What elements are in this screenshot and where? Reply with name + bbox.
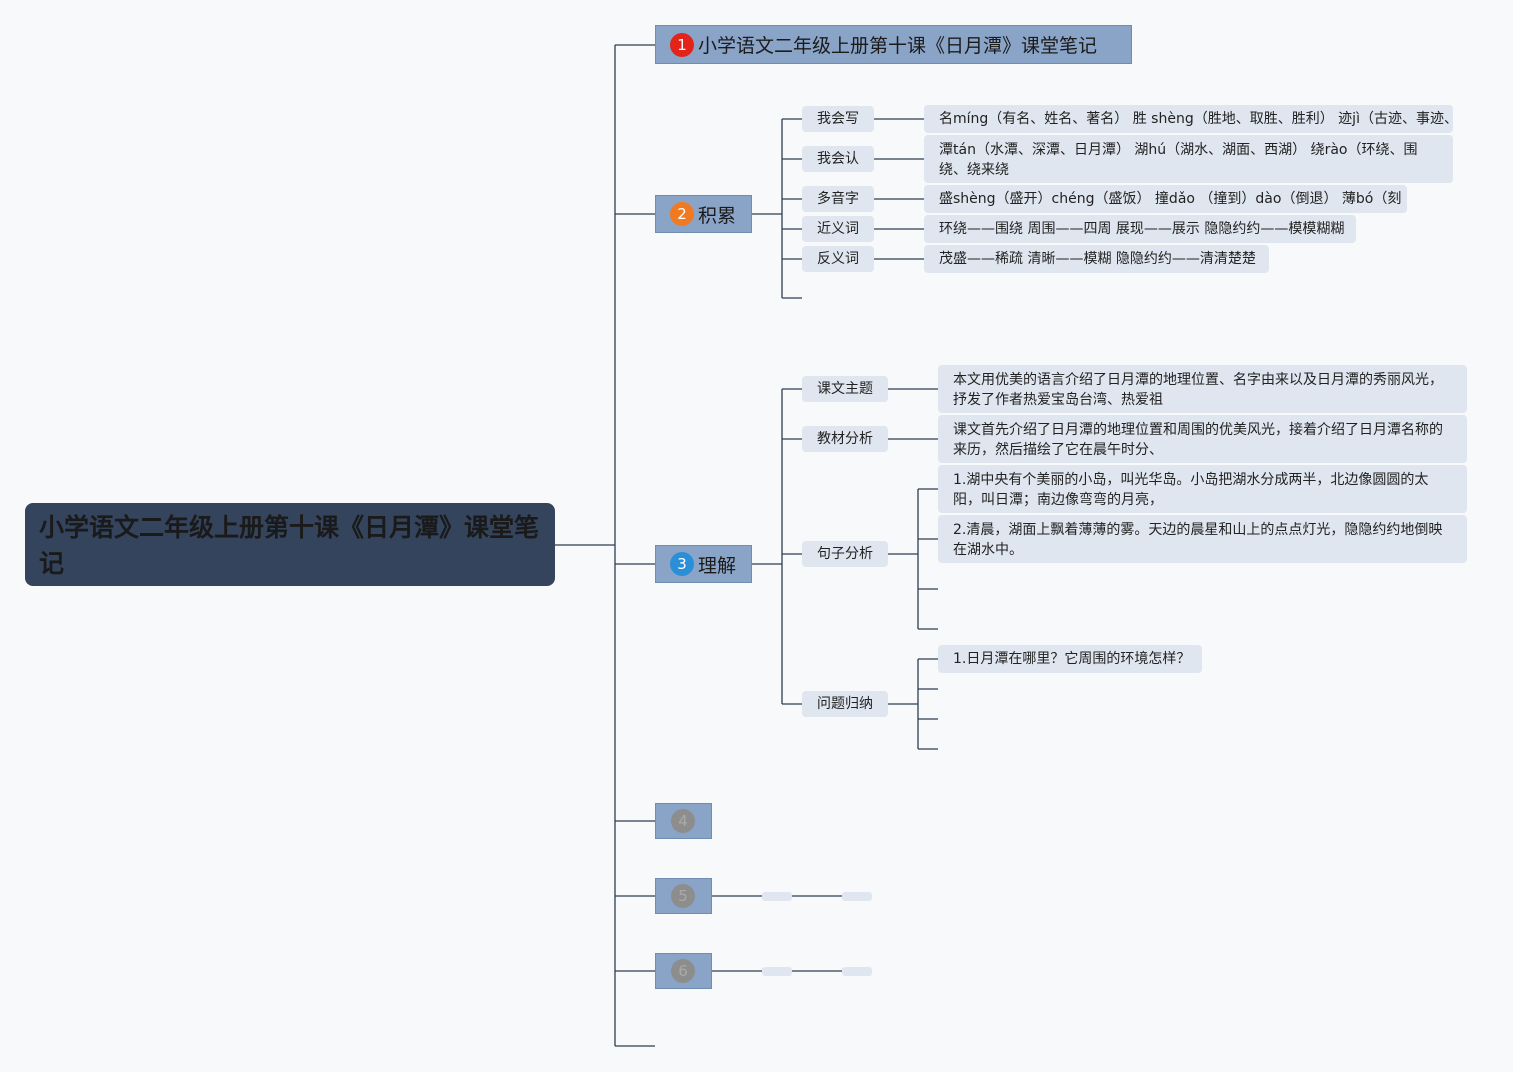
number-1-icon: 1 (670, 32, 694, 57)
number-4-icon: 4 (671, 809, 695, 833)
detail-text: 1.湖中央有个美丽的小岛，叫光华岛。小岛把湖水分成两半，北边像圆圆的太阳，叫日潭… (953, 472, 1429, 508)
subtopic-label: 句子分析 (817, 546, 873, 562)
subtopic-juzifenxi[interactable]: 句子分析 (802, 541, 888, 567)
root-topic[interactable]: 小学语文二年级上册第十课《日月潭》课堂笔记 (25, 503, 555, 586)
placeholder-subtopic[interactable] (762, 967, 792, 976)
detail-text: 环绕——围绕 周围——四周 展现——展示 隐隐约约——模模糊糊 (939, 221, 1345, 237)
placeholder-detail[interactable] (842, 967, 872, 976)
subtopic-label: 近义词 (817, 221, 859, 237)
subtopic-jinyici[interactable]: 近义词 (802, 216, 874, 242)
subtopic-label: 教材分析 (817, 431, 873, 447)
detail-text: 本文用优美的语言介绍了日月潭的地理位置、名字由来以及日月潭的秀丽风光，抒发了作者… (953, 372, 1443, 408)
detail-jiaocaifenxi[interactable]: 课文首先介绍了日月潭的地理位置和周围的优美风光，接着介绍了日月潭名称的来历，然后… (938, 415, 1467, 463)
subtopic-fanyici[interactable]: 反义词 (802, 246, 874, 272)
subtopic-duoyinzi[interactable]: 多音字 (802, 186, 874, 212)
detail-juzifenxi-2[interactable]: 2.清晨，湖面上飘着薄薄的雾。天边的晨星和山上的点点灯光，隐隐约约地倒映在湖水中… (938, 515, 1467, 563)
topic-2[interactable]: 2 积累 (655, 195, 752, 233)
subtopic-label: 问题归纳 (817, 696, 873, 712)
detail-text: 2.清晨，湖面上飘着薄薄的雾。天边的晨星和山上的点点灯光，隐隐约约地倒映在湖水中… (953, 522, 1443, 558)
detail-fanyici[interactable]: 茂盛——稀疏 清晰——模糊 隐隐约约——清清楚楚 (924, 245, 1269, 273)
subtopic-kewenzhuti[interactable]: 课文主题 (802, 376, 888, 402)
detail-text: 名míng（有名、姓名、著名） 胜 shèng（胜地、取胜、胜利） 迹jì（古迹… (939, 111, 1453, 127)
topic-3[interactable]: 3 理解 (655, 545, 752, 583)
root-title: 小学语文二年级上册第十课《日月潭》课堂笔记 (39, 513, 540, 578)
number-6-icon: 6 (671, 959, 695, 983)
subtopic-label: 我会写 (817, 111, 859, 127)
detail-jinyici[interactable]: 环绕——围绕 周围——四周 展现——展示 隐隐约约——模模糊糊 (924, 215, 1356, 243)
topic-2-label: 积累 (698, 204, 737, 227)
detail-text: 潭tán（水潭、深潭、日月潭） 湖hú（湖水、湖面、西湖） 绕rào（环绕、围绕… (939, 142, 1418, 178)
detail-kewenzhuti[interactable]: 本文用优美的语言介绍了日月潭的地理位置、名字由来以及日月潭的秀丽风光，抒发了作者… (938, 365, 1467, 413)
subtopic-wentiguina[interactable]: 问题归纳 (802, 691, 888, 717)
topic-1[interactable]: 1 小学语文二年级上册第十课《日月潭》课堂笔记 (655, 25, 1132, 64)
detail-text: 茂盛——稀疏 清晰——模糊 隐隐约约——清清楚楚 (939, 251, 1256, 267)
topic-5[interactable]: 5 (655, 878, 712, 914)
detail-text: 1.日月潭在哪里？它周围的环境怎样？ (953, 651, 1191, 667)
subtopic-label: 多音字 (817, 191, 859, 207)
topic-1-label: 小学语文二年级上册第十课《日月潭》课堂笔记 (698, 35, 1098, 57)
subtopic-wohuixie[interactable]: 我会写 (802, 106, 874, 132)
detail-wentiguina-1[interactable]: 1.日月潭在哪里？它周围的环境怎样？ (938, 645, 1202, 673)
placeholder-detail[interactable] (842, 892, 872, 901)
topic-4[interactable]: 4 (655, 803, 712, 839)
topic-6[interactable]: 6 (655, 953, 712, 989)
placeholder-subtopic[interactable] (762, 892, 792, 901)
number-2-icon: 2 (670, 202, 694, 226)
detail-juzifenxi-1[interactable]: 1.湖中央有个美丽的小岛，叫光华岛。小岛把湖水分成两半，北边像圆圆的太阳，叫日潭… (938, 465, 1467, 513)
subtopic-jiaocaifenxi[interactable]: 教材分析 (802, 426, 888, 452)
number-5-icon: 5 (671, 884, 695, 908)
subtopic-wohuiren[interactable]: 我会认 (802, 146, 874, 172)
detail-wohuiren[interactable]: 潭tán（水潭、深潭、日月潭） 湖hú（湖水、湖面、西湖） 绕rào（环绕、围绕… (924, 135, 1453, 183)
subtopic-label: 课文主题 (817, 381, 873, 397)
topic-3-label: 理解 (698, 554, 737, 577)
detail-text: 盛shèng（盛开）chéng（盛饭） 撞dǎo （撞到）dào（倒退） 薄bó… (939, 191, 1402, 207)
subtopic-label: 我会认 (817, 151, 859, 167)
detail-text: 课文首先介绍了日月潭的地理位置和周围的优美风光，接着介绍了日月潭名称的来历，然后… (953, 422, 1443, 458)
detail-wohuixie[interactable]: 名míng（有名、姓名、著名） 胜 shèng（胜地、取胜、胜利） 迹jì（古迹… (924, 105, 1453, 133)
detail-duoyinzi[interactable]: 盛shèng（盛开）chéng（盛饭） 撞dǎo （撞到）dào（倒退） 薄bó… (924, 185, 1407, 213)
number-3-icon: 3 (670, 552, 694, 576)
subtopic-label: 反义词 (817, 251, 859, 267)
